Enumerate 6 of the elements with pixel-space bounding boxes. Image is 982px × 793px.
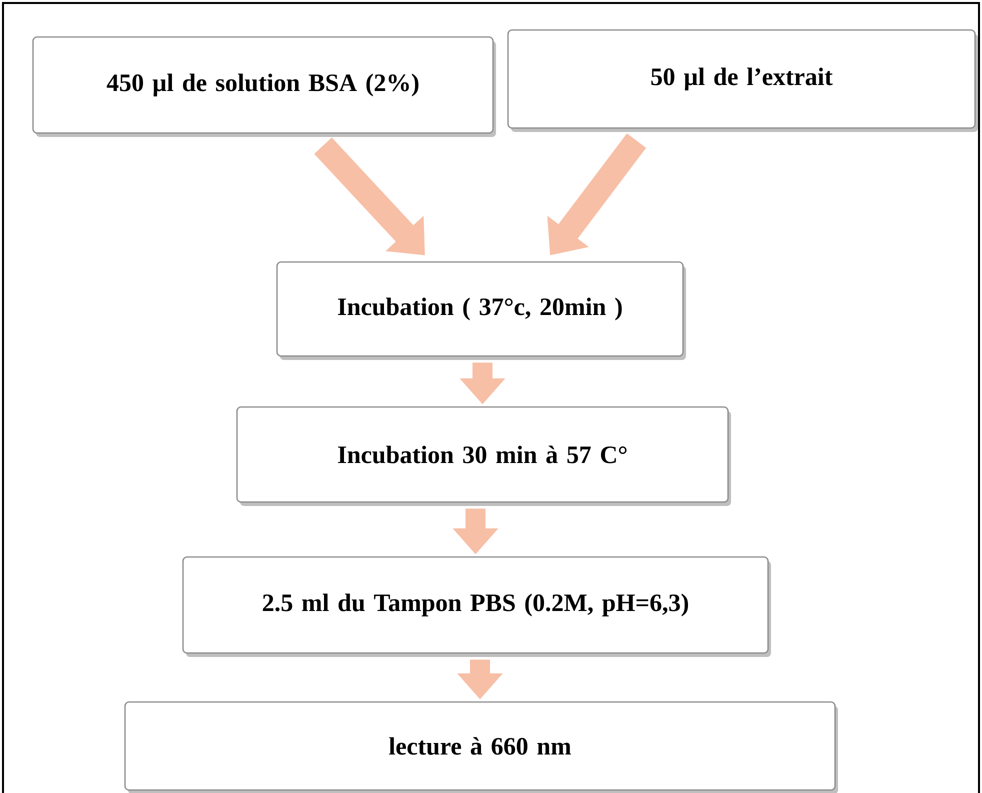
process-box: 50 µl de l’extrait [507, 29, 978, 132]
process-box: 2.5 ml du Tampon PBS (0.2M, pH=6,3) [182, 556, 771, 657]
process-box: Incubation 30 min à 57 C° [236, 406, 731, 506]
process-box: lecture à 660 nm [124, 701, 838, 793]
process-box: 450 µl de solution BSA (2%) [32, 36, 496, 137]
process-box: Incubation ( 37°c, 20min ) [276, 261, 686, 360]
